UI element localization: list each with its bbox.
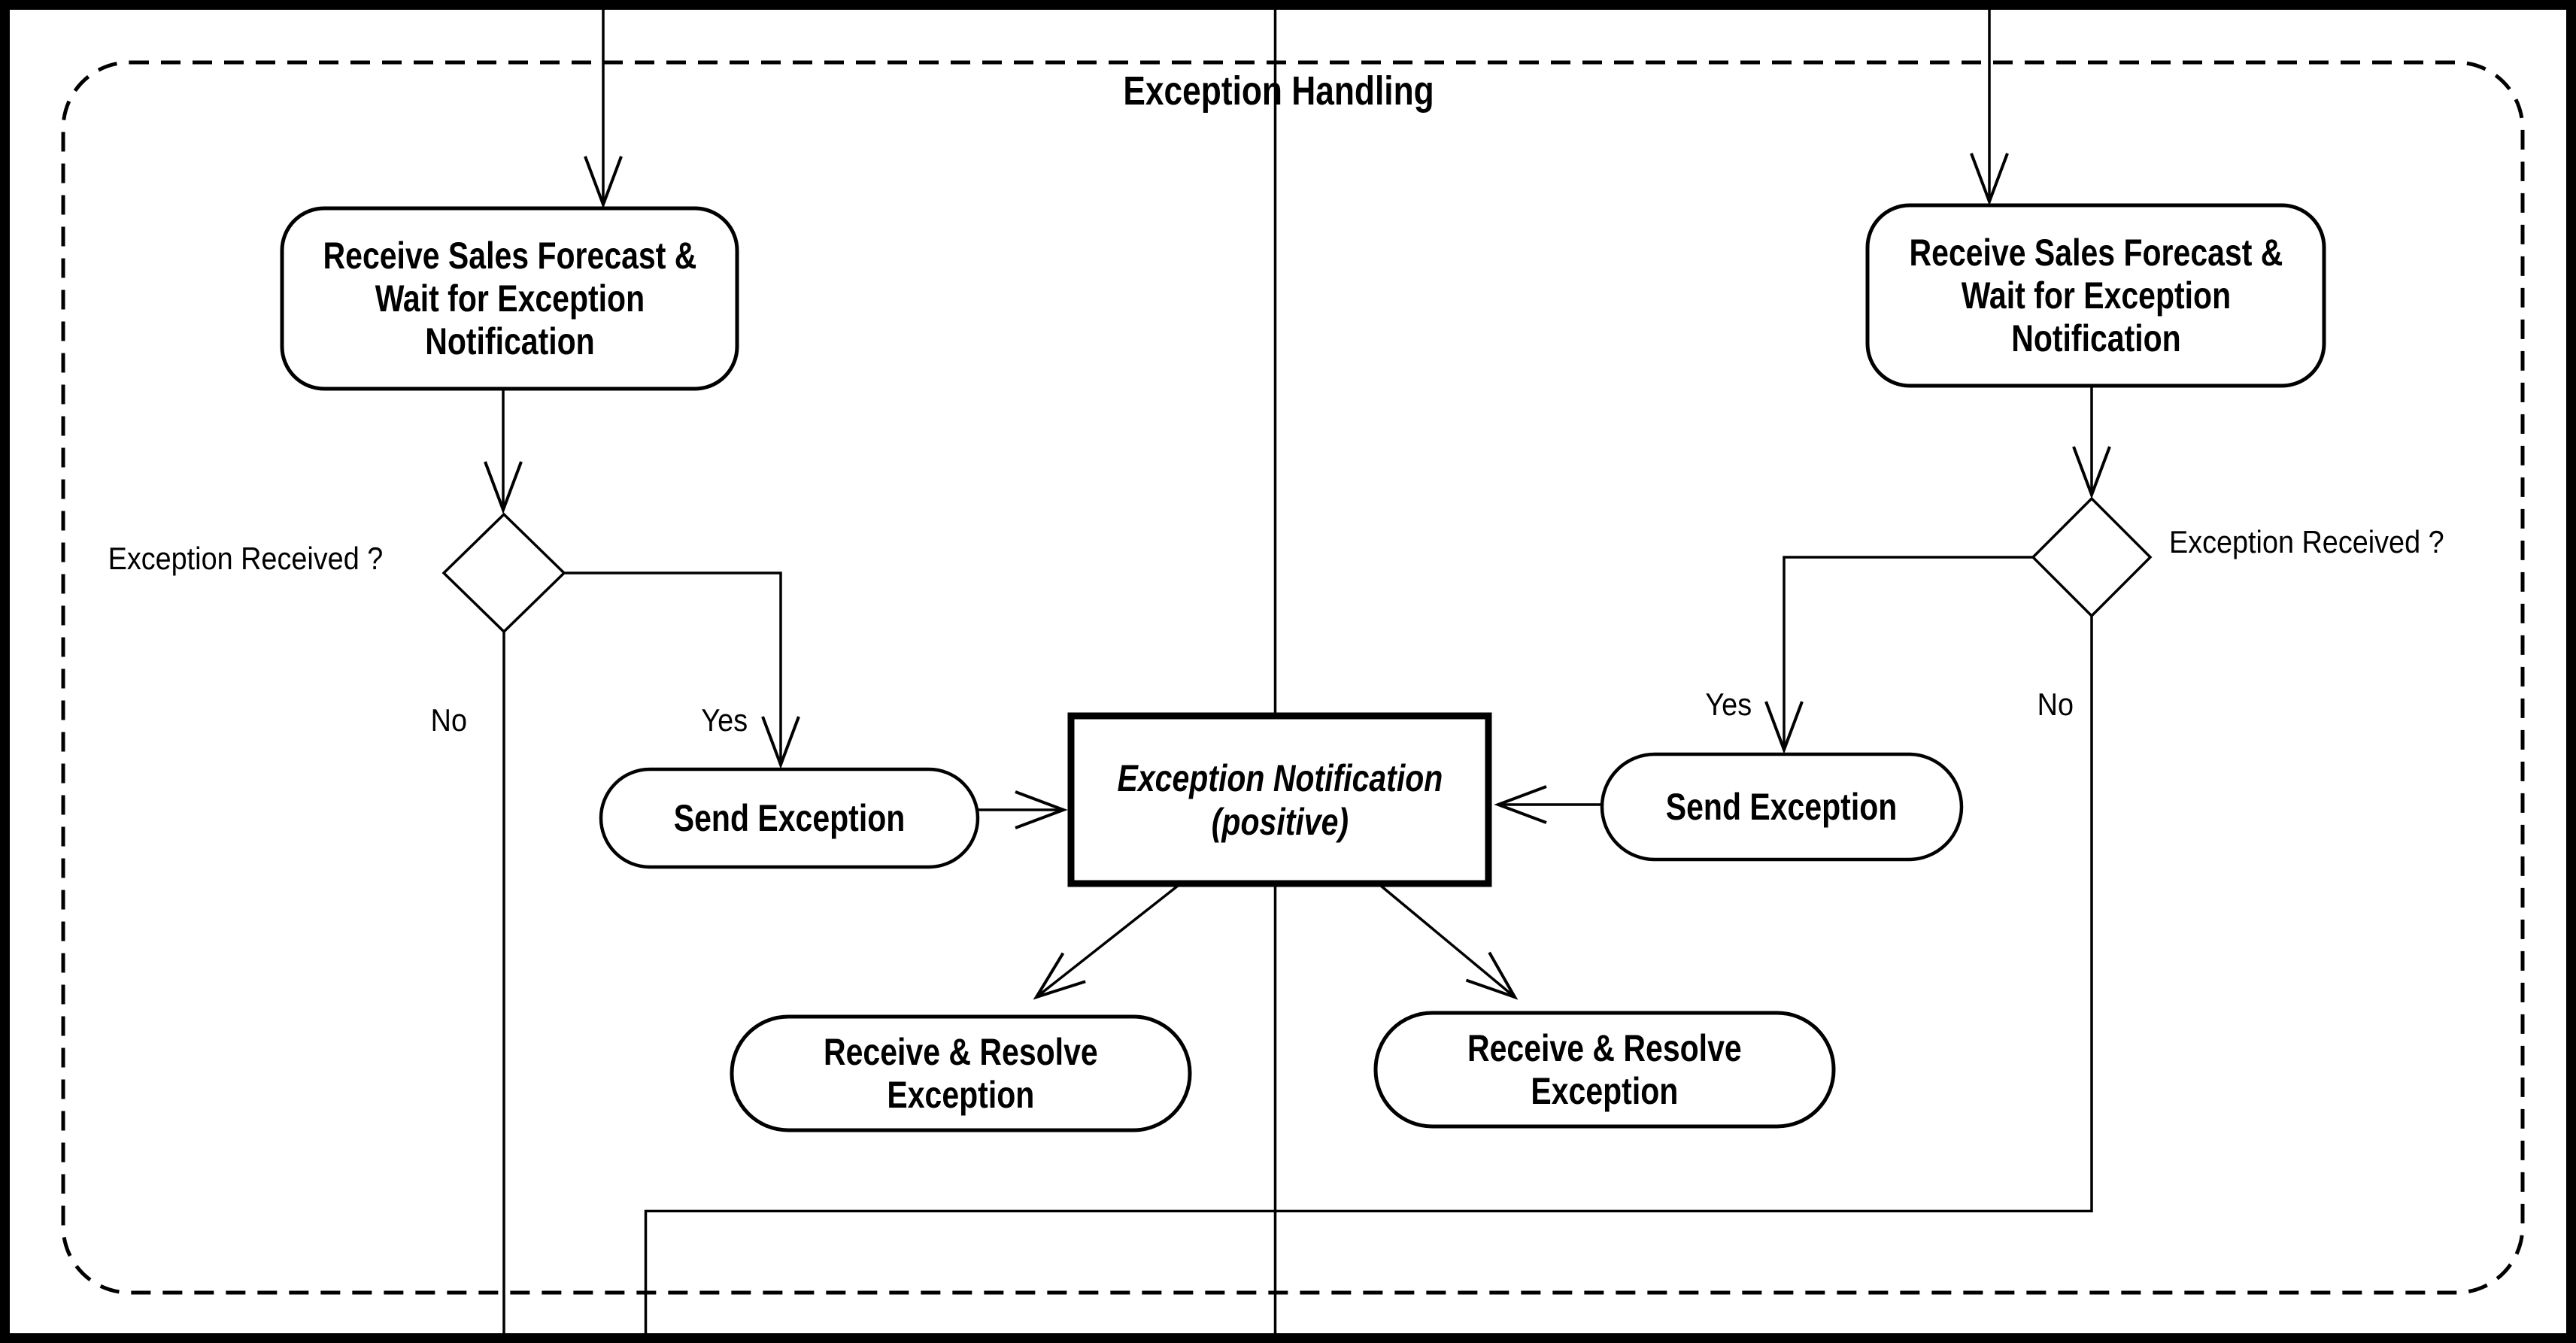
left-receive-wait-line-1: Receive Sales Forecast & [323, 234, 696, 277]
left-send-exception-text: Send Exception [673, 796, 906, 839]
right-receive-resolve-label: Receive & Resolve Exception [1376, 1013, 1834, 1126]
right-receive-resolve-shape [1373, 1011, 1836, 1129]
left-branch-yes-label: Yes [690, 704, 758, 737]
left-receive-wait-shape [280, 206, 739, 391]
right-receive-wait-label: Receive Sales Forecast & Wait for Except… [1868, 205, 2324, 386]
left-receive-resolve-line-2: Exception [887, 1073, 1035, 1116]
left-receive-wait-line-2: Wait for Exception [375, 277, 645, 320]
right-receive-resolve-line-1: Receive & Resolve [1467, 1026, 1742, 1069]
left-receive-resolve-shape [730, 1014, 1192, 1132]
exception-notification-shape [1067, 712, 1492, 887]
arrow-right-yes-to-send [1764, 556, 2033, 754]
left-branch-no-text: No [430, 702, 468, 738]
line-right-no-exit [644, 616, 2093, 1338]
right-receive-wait-shape [1865, 203, 2326, 388]
right-send-exception-text: Send Exception [1666, 785, 1898, 828]
right-branch-no-text: No [2037, 687, 2074, 722]
exception-handling-boundary [61, 60, 2525, 1295]
right-receive-wait-line-3: Notification [2010, 317, 2181, 359]
right-branch-yes-label: Yes [1695, 688, 1762, 721]
right-send-exception-label: Send Exception [1602, 754, 1962, 859]
arrow-notification-to-right-resolve [1379, 884, 1519, 1000]
left-decision-diamond [441, 512, 566, 634]
arrow-left-yes-to-send [564, 571, 800, 769]
right-branch-no-label: No [2022, 688, 2089, 721]
diagram-title: Exception Handling [1045, 64, 1512, 118]
diagram-title-text: Exception Handling [1123, 68, 1434, 114]
right-decision-diamond [2031, 496, 2153, 618]
left-receive-resolve-line-1: Receive & Resolve [824, 1030, 1098, 1073]
left-send-exception-shape [599, 767, 980, 869]
exception-notification-label: Exception Notification (positive) [1071, 716, 1488, 884]
right-decision-question-text: Exception Received ? [2169, 524, 2444, 559]
arrow-notification-to-left-resolve [1033, 884, 1179, 1000]
left-receive-wait-line-3: Notification [424, 320, 595, 362]
right-receive-wait-line-1: Receive Sales Forecast & [1909, 231, 2283, 274]
exception-notification-line-2: (positive) [1211, 800, 1349, 843]
right-send-exception-shape [1600, 752, 1964, 862]
right-branch-yes-text: Yes [1705, 687, 1752, 722]
left-decision-question: Exception Received ? [63, 542, 383, 575]
left-receive-resolve-label: Receive & Resolve Exception [732, 1017, 1190, 1130]
right-receive-resolve-line-2: Exception [1531, 1069, 1679, 1112]
left-receive-wait-label: Receive Sales Forecast & Wait for Except… [282, 208, 737, 389]
right-decision-question: Exception Received ? [2169, 526, 2515, 559]
left-branch-yes-text: Yes [701, 702, 748, 738]
left-send-exception-label: Send Exception [601, 769, 978, 867]
left-branch-no-label: No [415, 704, 483, 737]
exception-notification-line-1: Exception Notification [1117, 756, 1443, 799]
right-receive-wait-line-2: Wait for Exception [1961, 274, 2231, 317]
left-decision-question-text: Exception Received ? [108, 541, 383, 576]
